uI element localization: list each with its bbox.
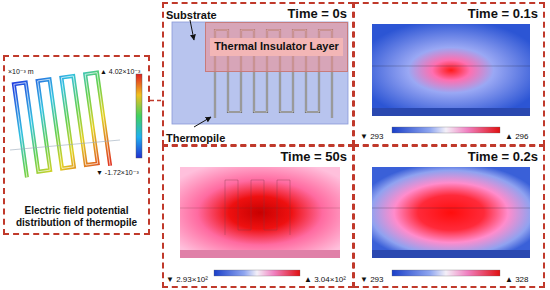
colorbar-min: ▼ 293 [360, 268, 384, 286]
panel-title: Electric field potential distribution of… [5, 201, 148, 233]
insulator-layer: Thermal Insulator Layer [205, 22, 348, 72]
colorbar-min-text: ▼ 2.93×10² [166, 275, 208, 284]
layer-label: Thermal Insulator Layer [210, 38, 343, 55]
panel-title: Time = 0.2s [463, 147, 543, 167]
colorbar-max: ▲ 3.04×10² [304, 268, 346, 286]
colorbar-max: ▲ 4.02×10⁻³ [100, 60, 140, 78]
axis-unit: ×10⁻³ m [8, 60, 34, 78]
colorbar-min-text: ▼ -1.72×10⁻³ [96, 169, 139, 176]
colorbar-min-text: ▼ 293 [360, 275, 384, 284]
panel-title: Time = 0.1s [463, 4, 543, 24]
part-name-text: Thermopile [166, 132, 225, 144]
figure-panel: Time = 0.1s [353, 2, 545, 146]
colorbar-min: ▼ -1.72×10⁻³ [96, 161, 139, 179]
part-name: Substrate [166, 5, 217, 23]
figure-panel: Time = 0s Thermal Insulator Layer [162, 2, 354, 146]
colorbar-max: ▲ 296 [505, 125, 529, 143]
panel-title: Time = 50s [275, 147, 352, 167]
figure-panel: Electric field potential distribution of… [3, 55, 150, 235]
colorbar-min: ▼ 293 [360, 125, 384, 143]
colorbar-max-text: ▲ 328 [505, 275, 529, 284]
part-name: Thermopile [166, 128, 225, 146]
figure-panel: Time = 0.2s [353, 145, 545, 288]
part-name-text: Substrate [166, 9, 217, 21]
colorbar-min: ▼ 2.93×10² [166, 268, 208, 286]
colorbar-min-text: ▼ 293 [360, 132, 384, 141]
colorbar-max-text: ▲ 4.02×10⁻³ [100, 68, 140, 75]
axis-unit-text: ×10⁻³ m [8, 68, 34, 75]
zoom-connector [150, 100, 162, 102]
colorbar-max-text: ▲ 3.04×10² [304, 275, 346, 284]
colorbar-max-text: ▲ 296 [505, 132, 529, 141]
figure-panel: Time = 50s [162, 145, 354, 288]
panel-title: Time = 0s [283, 4, 352, 24]
colorbar-max: ▲ 328 [505, 268, 529, 286]
